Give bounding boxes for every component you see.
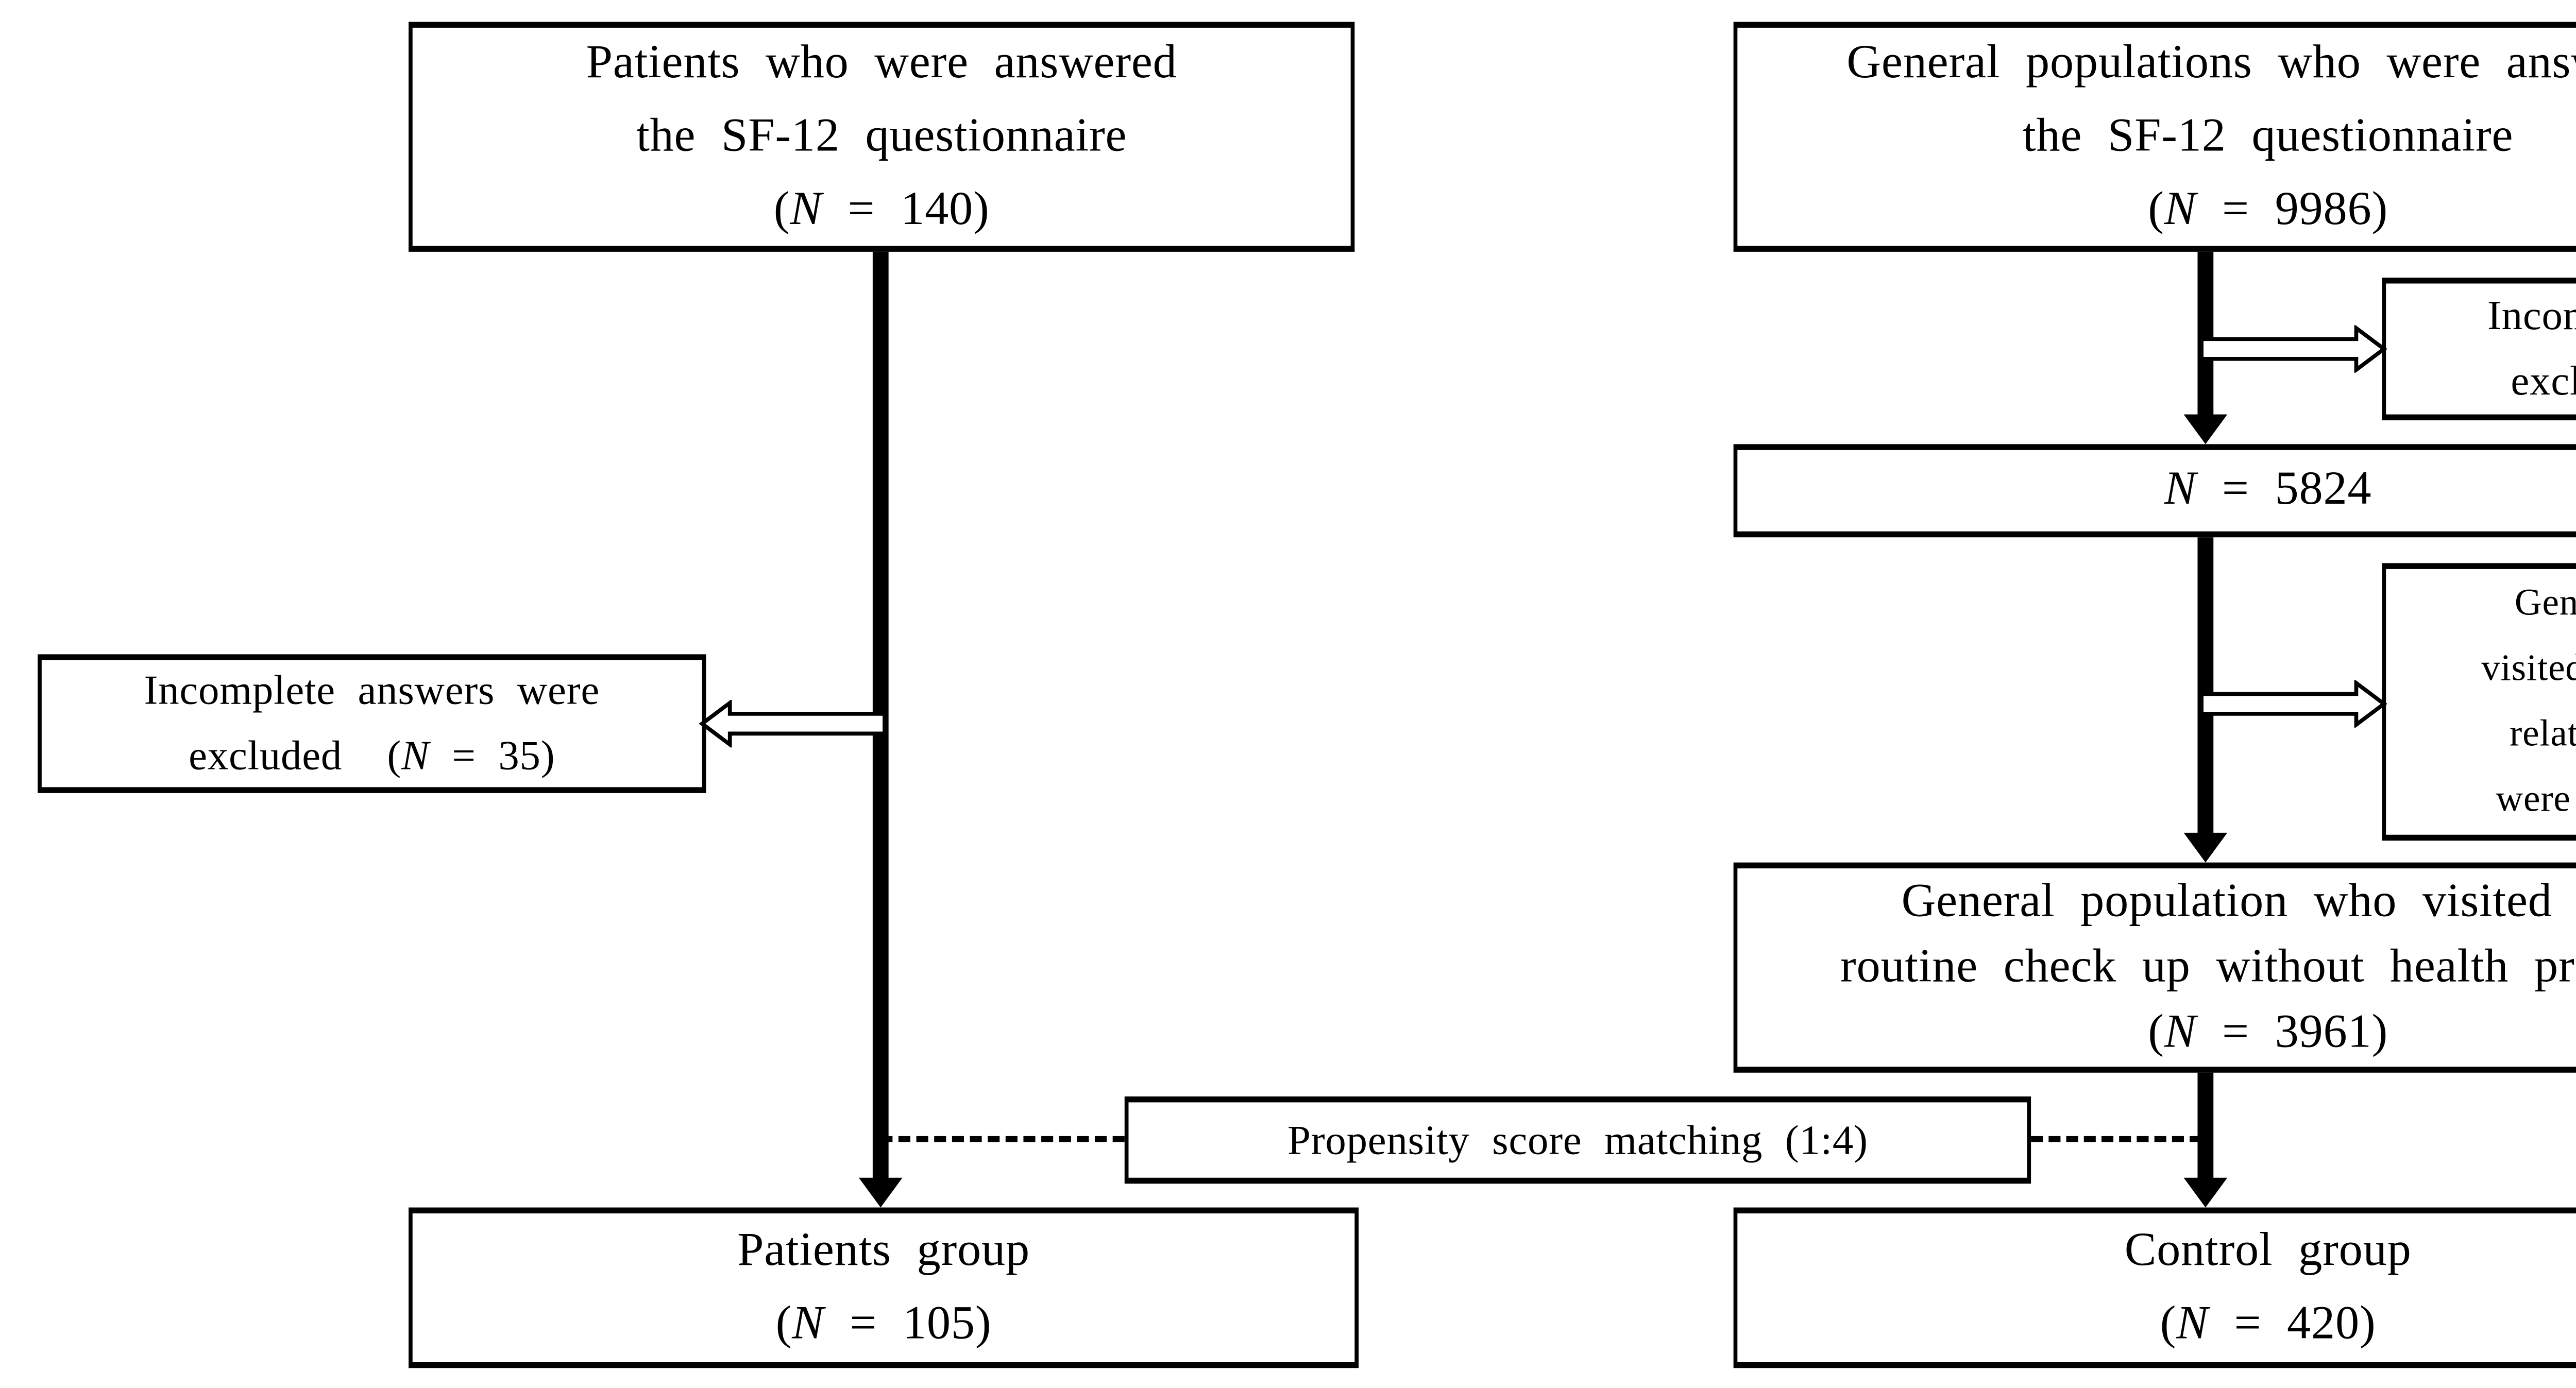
- hollow-left-arrow-icon: [699, 699, 885, 748]
- box-excluded-35: Incomplete answers were excluded (N = 35): [38, 654, 706, 793]
- box-control-group: Control group (N = 420): [1733, 1207, 2576, 1368]
- down-arrowhead-icon: [2183, 832, 2228, 863]
- box-text-line: Incomplete answers were: [144, 666, 600, 714]
- box-text-line: General populations who were answered: [1846, 37, 2576, 89]
- box-text-line: (N = 140): [773, 183, 990, 235]
- box-text-line: the SF-12 questionnaire: [2023, 110, 2514, 162]
- box-text-line: Patients group: [737, 1224, 1030, 1276]
- down-arrow-shaft: [2197, 537, 2214, 835]
- box-patients-group: Patients group (N = 105): [409, 1207, 1359, 1368]
- box-text-line: Incomplete answers were: [2487, 291, 2576, 339]
- box-excluded-4162: Incomplete answers were excluded (N = 416…: [2382, 277, 2576, 421]
- down-arrowhead-icon: [858, 1177, 903, 1208]
- box-routine-checkup: General population who visited for routin…: [1733, 862, 2576, 1073]
- box-text-line: related to health problem: [2509, 713, 2576, 756]
- box-excluded-863: General populations who visited for furth…: [2382, 563, 2576, 841]
- dashed-connector-right: [2031, 1136, 2202, 1142]
- down-arrow-shaft: [2197, 251, 2214, 417]
- down-arrow-shaft: [2197, 1072, 2214, 1180]
- box-text-line: N = 5824: [2164, 464, 2372, 516]
- box-text-line: excluded (N = 35): [189, 731, 555, 779]
- box-text-line: General population who visited for: [1901, 875, 2576, 927]
- box-text-line: (N = 3961): [2148, 1006, 2388, 1058]
- down-arrowhead-icon: [2183, 1177, 2228, 1208]
- box-text-line: Propensity score matching (1:4): [1287, 1115, 1868, 1163]
- hollow-right-arrow-icon: [2201, 325, 2387, 373]
- box-text-line: Control group: [2124, 1224, 2412, 1276]
- box-text-line: visited for further evaluation: [2481, 648, 2576, 690]
- box-general-sf12: General populations who were answered the…: [1733, 22, 2576, 252]
- box-text-line: General populations who: [2514, 582, 2576, 625]
- box-text-line: (N = 420): [2160, 1297, 2376, 1349]
- box-propensity-matching: Propensity score matching (1:4): [1124, 1096, 2031, 1184]
- box-text-line: (N = 9986): [2148, 183, 2388, 235]
- box-text-line: were excluded (N = 863): [2496, 779, 2576, 821]
- box-text-line: (N = 105): [775, 1297, 992, 1349]
- dashed-connector-left: [880, 1136, 1125, 1142]
- box-text-line: excluded (N = 4162): [2511, 356, 2576, 405]
- box-text-line: routine check up without health problem: [1840, 940, 2576, 992]
- box-n-5824: N = 5824: [1733, 444, 2576, 538]
- box-text-line: the SF-12 questionnaire: [636, 110, 1127, 162]
- box-patients-sf12: Patients who were answered the SF-12 ques…: [409, 22, 1355, 252]
- down-arrowhead-icon: [2183, 414, 2228, 444]
- hollow-right-arrow-icon: [2201, 680, 2387, 728]
- box-text-line: Patients who were answered: [586, 37, 1177, 89]
